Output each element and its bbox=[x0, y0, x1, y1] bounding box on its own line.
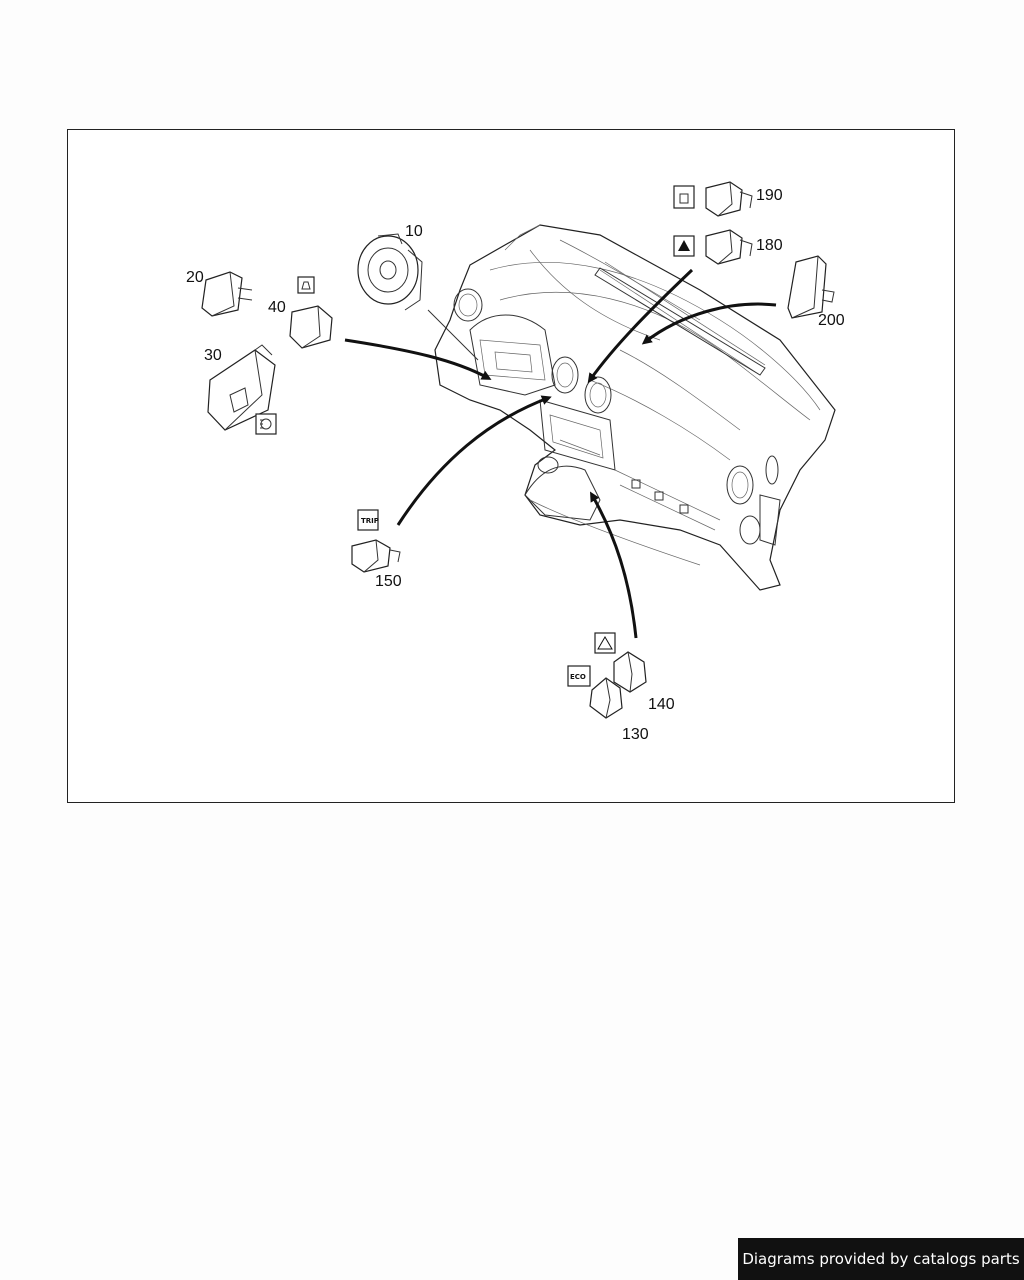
callout-140: 140 bbox=[648, 696, 675, 713]
callout-40: 40 bbox=[268, 299, 286, 316]
part-150-trip-button[interactable] bbox=[351, 539, 401, 573]
door-lock-icon bbox=[673, 185, 695, 209]
part-20-switch[interactable] bbox=[201, 271, 253, 317]
leader-lines bbox=[344, 268, 777, 639]
callout-150: 150 bbox=[375, 573, 402, 590]
trip-button-icon: TRIP bbox=[357, 509, 379, 531]
callout-190: 190 bbox=[756, 187, 783, 204]
part-130-eco-button[interactable] bbox=[589, 677, 623, 719]
callout-180: 180 bbox=[756, 237, 783, 254]
hazard-triangle-icon bbox=[673, 235, 695, 257]
callout-130: 130 bbox=[622, 726, 649, 743]
part-40-switch[interactable] bbox=[289, 305, 333, 349]
callout-200: 200 bbox=[818, 312, 845, 329]
trip-icon-label: TRIP bbox=[361, 517, 379, 525]
esp-off-icon bbox=[594, 632, 616, 654]
part-10-light-switch[interactable] bbox=[357, 233, 423, 311]
eco-button-icon: ECO bbox=[567, 665, 591, 687]
eco-icon-label: ECO bbox=[570, 673, 586, 681]
callout-10: 10 bbox=[405, 223, 423, 240]
seat-heating-icon bbox=[297, 276, 315, 294]
callout-30: 30 bbox=[204, 347, 222, 364]
part-200-module[interactable] bbox=[787, 255, 835, 319]
part-30-module[interactable] bbox=[207, 344, 276, 431]
part-190-lock-switch[interactable] bbox=[705, 181, 753, 217]
headlight-range-icon bbox=[255, 413, 277, 435]
credit-banner: Diagrams provided by catalogs parts bbox=[738, 1238, 1024, 1280]
callout-20: 20 bbox=[186, 269, 204, 286]
part-180-hazard-switch[interactable] bbox=[705, 229, 753, 265]
dashboard-assembly bbox=[434, 224, 836, 591]
part-140-esp-button[interactable] bbox=[613, 651, 647, 693]
